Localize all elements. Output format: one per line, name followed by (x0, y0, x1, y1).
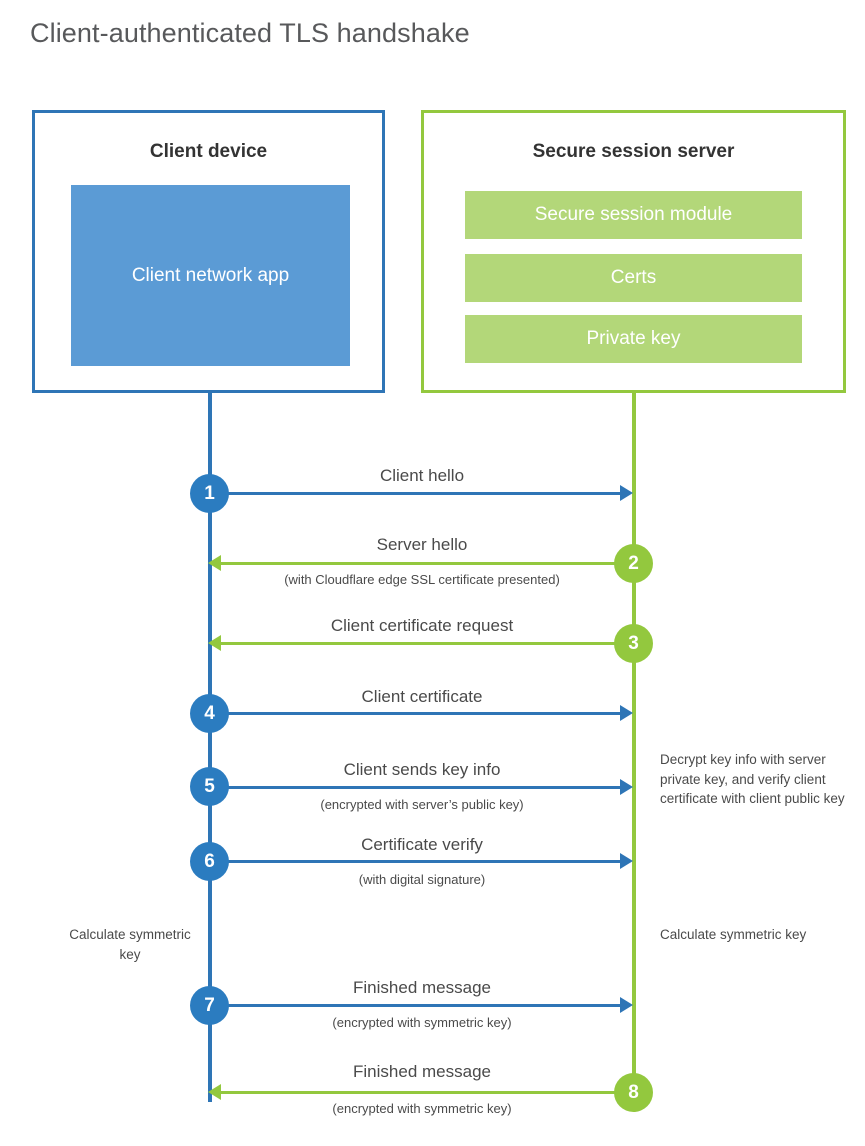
step-8-line (218, 1091, 632, 1094)
step-7-marker[interactable]: 7 (190, 986, 229, 1025)
step-1-arrowhead (620, 485, 633, 501)
step-1-marker[interactable]: 1 (190, 474, 229, 513)
step-4-label: Client certificate (361, 687, 483, 706)
step-1-line (210, 492, 624, 495)
server-lifeline (632, 393, 636, 1093)
step-7-arrowhead (620, 997, 633, 1013)
step-8-label: Finished message (353, 1062, 491, 1081)
step-8-sublabel: (encrypted with symmetric key) (332, 1101, 512, 1116)
step-3-label: Client certificate request (330, 616, 514, 635)
step-3-arrowhead (208, 635, 221, 651)
certs-block: Certs (465, 254, 802, 302)
page-title: Client-authenticated TLS handshake (30, 18, 470, 48)
step-7-label: Finished message (353, 978, 491, 997)
server-calculate-symmetric-key-note: Calculate symmetric key (660, 927, 807, 942)
secure-session-module-block: Secure session module (465, 191, 802, 239)
client-calculate-symmetric-key-note: Calculate symmetric key (69, 927, 191, 962)
step-4-line (210, 712, 624, 715)
step-6-line (210, 860, 624, 863)
secure-session-server-heading: Secure session server (532, 141, 735, 162)
secure-session-server-box: Secure session server Secure session mod… (421, 110, 846, 393)
step-5-sublabel: (encrypted with server’s public key) (320, 797, 524, 812)
client-network-app-block: Client network app (71, 185, 350, 366)
step-2-marker[interactable]: 2 (614, 544, 653, 583)
step-8-arrowhead (208, 1084, 221, 1100)
step-1-label: Client hello (379, 466, 465, 485)
step-7-sublabel: (encrypted with symmetric key) (332, 1015, 512, 1030)
step-3-marker[interactable]: 3 (614, 624, 653, 663)
client-device-box: Client device Client network app (32, 110, 385, 393)
step-6-marker[interactable]: 6 (190, 842, 229, 881)
step-5-arrowhead (620, 779, 633, 795)
step-2-label: Server hello (376, 535, 468, 554)
step-2-sublabel: (with Cloudflare edge SSL certificate pr… (284, 572, 560, 587)
client-lifeline (208, 393, 212, 1102)
step-6-label: Certificate verify (361, 835, 483, 854)
step-7-line (210, 1004, 624, 1007)
step-5-label: Client sends key info (343, 760, 501, 779)
step-4-arrowhead (620, 705, 633, 721)
step-5-marker[interactable]: 5 (190, 767, 229, 806)
step-2-line (218, 562, 632, 565)
step-6-arrowhead (620, 853, 633, 869)
client-device-heading: Client device (149, 141, 268, 162)
private-key-block: Private key (465, 315, 802, 363)
step-5-line (210, 786, 624, 789)
step-2-arrowhead (208, 555, 221, 571)
step-3-line (218, 642, 632, 645)
step-6-sublabel: (with digital signature) (358, 872, 486, 887)
decrypt-key-note: Decrypt key info with server private key… (660, 752, 845, 807)
step-8-marker[interactable]: 8 (614, 1073, 653, 1112)
step-4-marker[interactable]: 4 (190, 694, 229, 733)
